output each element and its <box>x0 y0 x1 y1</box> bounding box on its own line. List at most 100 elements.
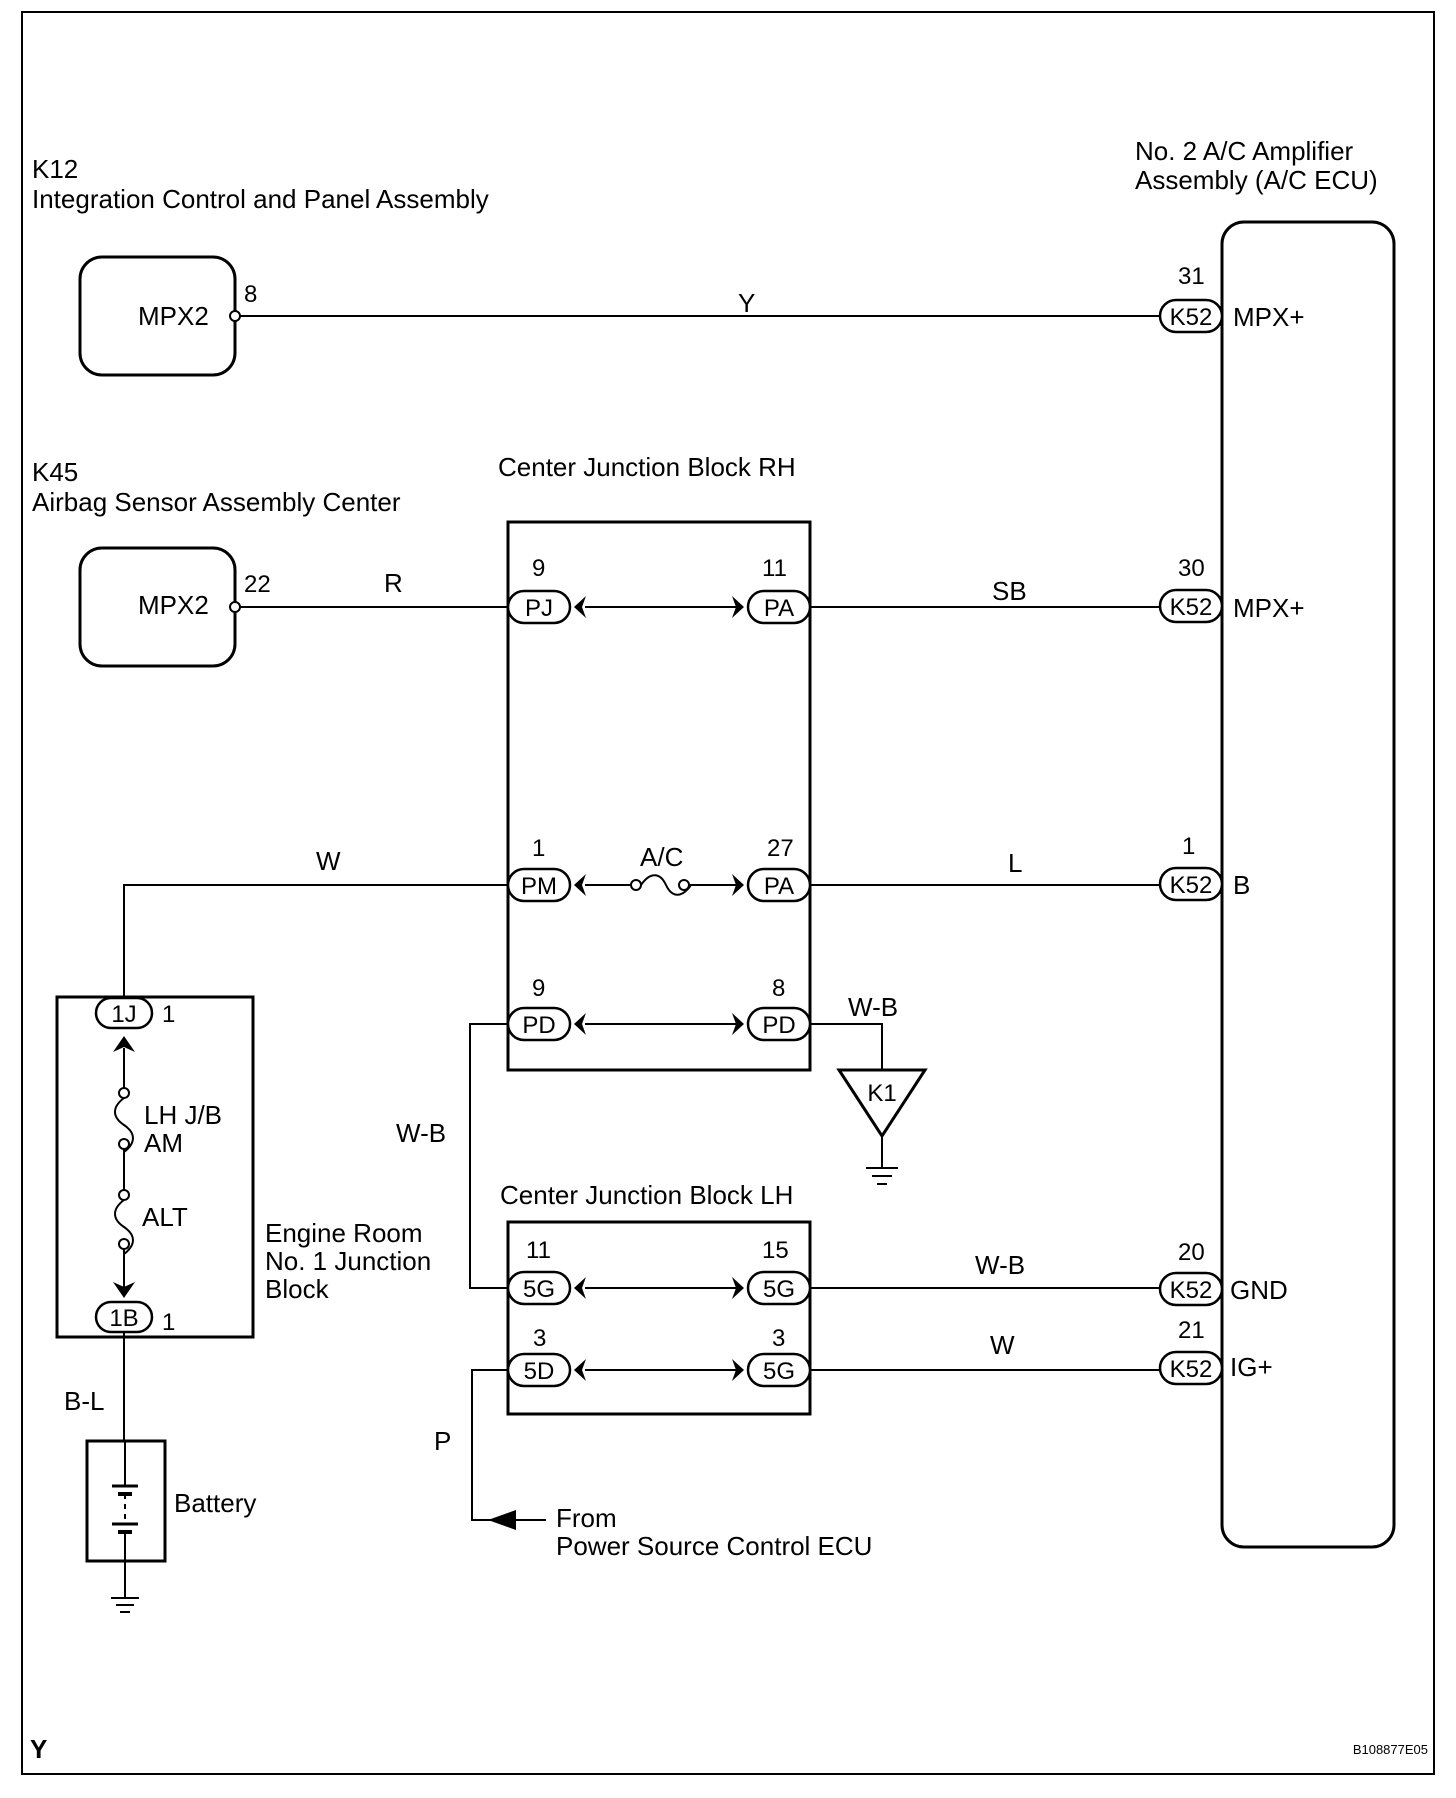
connector-chevron-icon <box>732 596 744 618</box>
cjb-connector-code: PA <box>764 595 794 622</box>
connector-chevron-icon <box>574 596 586 618</box>
connector-chevron-icon <box>732 1013 744 1035</box>
wire-color-label: R <box>384 568 403 598</box>
engine-room-jb <box>55 995 255 1339</box>
connector-chevron-icon <box>574 874 586 896</box>
cjb-pin: 9 <box>532 555 545 582</box>
k45-terminal: MPX2 <box>138 590 209 620</box>
wire-p <box>471 1369 510 1521</box>
k12-code: K12 <box>32 154 78 184</box>
wire-w-b <box>469 1023 508 1289</box>
ecu-pin: 20 <box>1178 1239 1205 1266</box>
wire-color-label: SB <box>992 576 1027 606</box>
cjb-pin: 3 <box>533 1325 546 1352</box>
fuse-icon-lh-jb-am <box>114 1097 134 1153</box>
wire-color-label: W-B <box>975 1250 1025 1280</box>
from-label-line2: Power Source Control ECU <box>556 1531 872 1561</box>
connector-chevron-icon <box>574 1013 586 1035</box>
ecu-connector-code: K52 <box>1170 304 1213 331</box>
fuse-label-am: AM <box>144 1128 183 1158</box>
cjb-pin: 8 <box>772 975 785 1002</box>
ecu-connector-code: K52 <box>1170 872 1213 899</box>
ecu-title-line2: Assembly (A/C ECU) <box>1135 165 1378 195</box>
fuse-terminal <box>118 1238 130 1250</box>
ecu-terminal-name: IG+ <box>1230 1352 1273 1382</box>
ecu-terminal-name: MPX+ <box>1233 593 1305 623</box>
k45-name: Airbag Sensor Assembly Center <box>32 487 401 517</box>
jb-bottom-pin: 1 <box>162 1309 175 1336</box>
from-label-line1: From <box>556 1503 617 1533</box>
cjb-pin: 11 <box>526 1237 551 1264</box>
ecu-terminal-name: B <box>1233 870 1250 900</box>
cjb-connector-code: PA <box>764 873 794 900</box>
fuse-label-alt: ALT <box>142 1202 188 1232</box>
ecu-connector <box>1158 1350 1224 1386</box>
wire-color-label: W-B <box>848 992 898 1022</box>
engine-room-jb-name-line1: Engine Room <box>265 1218 423 1248</box>
k45-code: K45 <box>32 457 78 487</box>
k45-pin-node <box>229 601 241 613</box>
connector-chevron-icon <box>574 1359 586 1381</box>
ecu-pin: 30 <box>1178 555 1205 582</box>
wire-color-label: P <box>434 1426 451 1456</box>
wire-color-label: W <box>990 1330 1015 1360</box>
cjb-connector-code: PJ <box>525 595 553 622</box>
cjb-lh-block <box>506 1220 812 1416</box>
jb-chevron-down-icon <box>113 1282 135 1298</box>
cjb-rh-block <box>506 520 812 1072</box>
fuse-label: A/C <box>640 842 683 872</box>
k12-pin-node <box>229 310 241 322</box>
cjb-pin: 9 <box>532 975 545 1002</box>
cjb-connector-code: 5D <box>524 1358 555 1385</box>
wire-color-label: Y <box>738 288 755 318</box>
fuse-terminal <box>118 1138 130 1150</box>
cjb-connector-code: PD <box>522 1012 555 1039</box>
wire-w <box>123 884 508 998</box>
k12-pin: 8 <box>244 281 257 308</box>
ecu-pin: 21 <box>1178 1317 1205 1344</box>
cjb-pin: 11 <box>762 555 787 582</box>
corner-letter: Y <box>30 1734 47 1764</box>
battery-label: Battery <box>174 1488 256 1518</box>
fuse-terminal <box>678 879 690 891</box>
cjb-pin: 15 <box>762 1237 789 1264</box>
jb-top-pin: 1 <box>162 1001 175 1028</box>
figure-code: B108877E05 <box>1353 1742 1428 1757</box>
fuse-terminal <box>630 879 642 891</box>
engine-room-jb-name-line2: No. 1 Junction <box>265 1246 431 1276</box>
fuse-icon-alt <box>114 1199 134 1255</box>
cjb-lh-title: Center Junction Block LH <box>500 1180 793 1210</box>
ecu-terminal-name: GND <box>1230 1275 1288 1305</box>
jb-connector-bottom-code: 1B <box>109 1305 138 1332</box>
jb-chevron-up-icon <box>113 1036 135 1052</box>
engine-room-jb-name-line3: Block <box>265 1274 330 1304</box>
cjb-pin: 1 <box>532 835 545 862</box>
ecu-pin: 31 <box>1178 263 1205 290</box>
connector-chevron-icon <box>732 874 744 896</box>
wire-color-label: B-L <box>64 1386 104 1416</box>
fuse-terminal <box>118 1189 130 1201</box>
wire-color-label: W-B <box>396 1118 446 1148</box>
page-frame <box>21 11 1435 1775</box>
connector-chevron-icon <box>732 1359 744 1381</box>
k12-terminal: MPX2 <box>138 301 209 331</box>
ground-point-label: K1 <box>867 1080 896 1107</box>
k12-name: Integration Control and Panel Assembly <box>32 184 489 214</box>
connector-chevron-icon <box>574 1277 586 1299</box>
ecu-title-line1: No. 2 A/C Amplifier <box>1135 136 1354 166</box>
fuse-terminal <box>118 1087 130 1099</box>
ecu-pin: 1 <box>1182 833 1195 860</box>
k45-pin: 22 <box>244 571 271 598</box>
wire-color-label: L <box>1008 848 1022 878</box>
cjb-connector-code: 5G <box>763 1358 795 1385</box>
cjb-connector-code: 5G <box>763 1276 795 1303</box>
wire-w-b <box>810 1023 883 1070</box>
cjb-connector-code: PD <box>762 1012 795 1039</box>
cjb-pin: 27 <box>767 835 794 862</box>
cjb-connector-code: PM <box>521 873 557 900</box>
wire-color-label: W <box>316 846 341 876</box>
cjb-connector-code: 5G <box>523 1276 555 1303</box>
connector-chevron-icon <box>732 1277 744 1299</box>
fuse-icon <box>640 874 692 896</box>
